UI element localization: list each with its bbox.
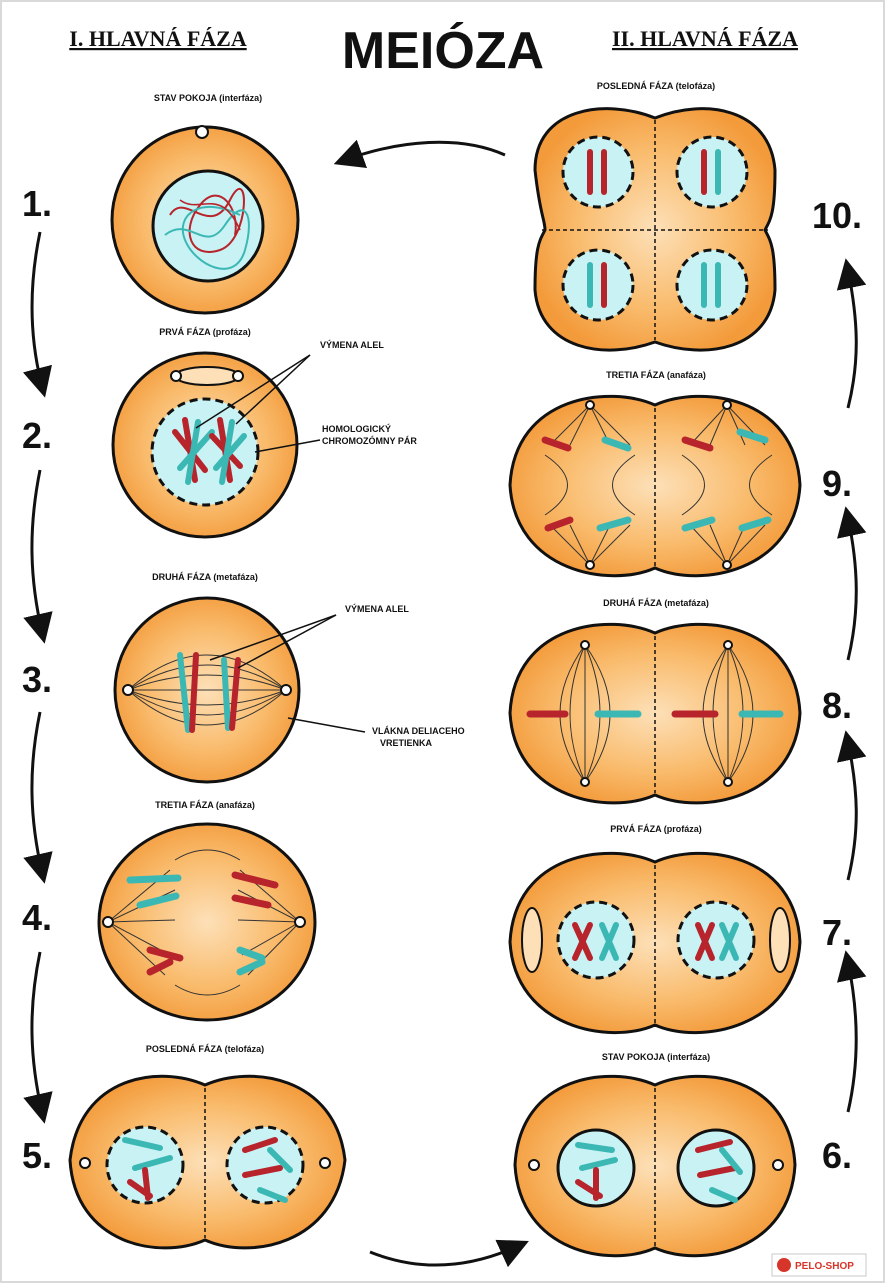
spindle-aster xyxy=(171,367,243,385)
label-stage-5: POSLEDNÁ FÁZA (telofáza) xyxy=(146,1044,264,1054)
cell-stage-8 xyxy=(510,624,800,803)
step-number-9: 9. xyxy=(822,463,852,504)
step-number-10: 10. xyxy=(812,195,862,236)
step-number-2: 2. xyxy=(22,415,52,456)
label-stage-7: PRVÁ FÁZA (profáza) xyxy=(610,824,702,834)
label-stage-10: POSLEDNÁ FÁZA (telofáza) xyxy=(597,81,715,91)
annotation-homolog-line2: CHROMOZÓMNY PÁR xyxy=(322,435,417,446)
header-first-division: I. HLAVNÁ FÁZA xyxy=(69,26,247,51)
annotation-spindle-line1: VLÁKNA DELIACEHO xyxy=(372,726,465,736)
annotation-spindle-line2: VRETIENKA xyxy=(380,738,433,748)
logo-text: PELO-SHOP xyxy=(795,1261,854,1272)
nucleus-right xyxy=(678,902,754,978)
centrosome xyxy=(196,126,208,138)
publisher-logo: PELO-SHOP xyxy=(772,1254,866,1276)
cell-stage-7 xyxy=(510,853,800,1032)
cell-stage-6 xyxy=(515,1076,795,1255)
annotation-crossover-1: VÝMENA ALEL xyxy=(320,339,384,350)
label-stage-9: TRETIA FÁZA (anafáza) xyxy=(606,370,706,380)
label-stage-4: TRETIA FÁZA (anafáza) xyxy=(155,800,255,810)
step-number-6: 6. xyxy=(822,1135,852,1176)
header-second-division: II. HLAVNÁ FÁZA xyxy=(612,26,798,51)
cell-stage-10 xyxy=(535,109,775,350)
cell-stage-5 xyxy=(70,1076,345,1248)
nucleus-left xyxy=(558,902,634,978)
step-number-8: 8. xyxy=(822,685,852,726)
step-number-7: 7. xyxy=(822,912,852,953)
poster-title: MEIÓZA xyxy=(342,22,544,80)
label-stage-8: DRUHÁ FÁZA (metafáza) xyxy=(603,598,709,608)
cell-stage-9 xyxy=(510,396,800,575)
cell-stage-3 xyxy=(115,598,299,782)
nucleus xyxy=(152,399,258,505)
step-number-5: 5. xyxy=(22,1135,52,1176)
step-number-4: 4. xyxy=(22,897,52,938)
label-stage-1: STAV POKOJA (interfáza) xyxy=(154,93,262,103)
step-number-1: 1. xyxy=(22,183,52,224)
label-stage-6: STAV POKOJA (interfáza) xyxy=(602,1052,710,1062)
step-number-3: 3. xyxy=(22,659,52,700)
annotation-crossover-2: VÝMENA ALEL xyxy=(345,603,409,614)
annotation-homolog-line1: HOMOLOGICKÝ xyxy=(322,423,391,434)
label-stage-2: PRVÁ FÁZA (profáza) xyxy=(159,327,251,337)
cell-stage-1 xyxy=(112,126,298,313)
cell-stage-4 xyxy=(99,824,315,1020)
label-stage-3: DRUHÁ FÁZA (metafáza) xyxy=(152,572,258,582)
